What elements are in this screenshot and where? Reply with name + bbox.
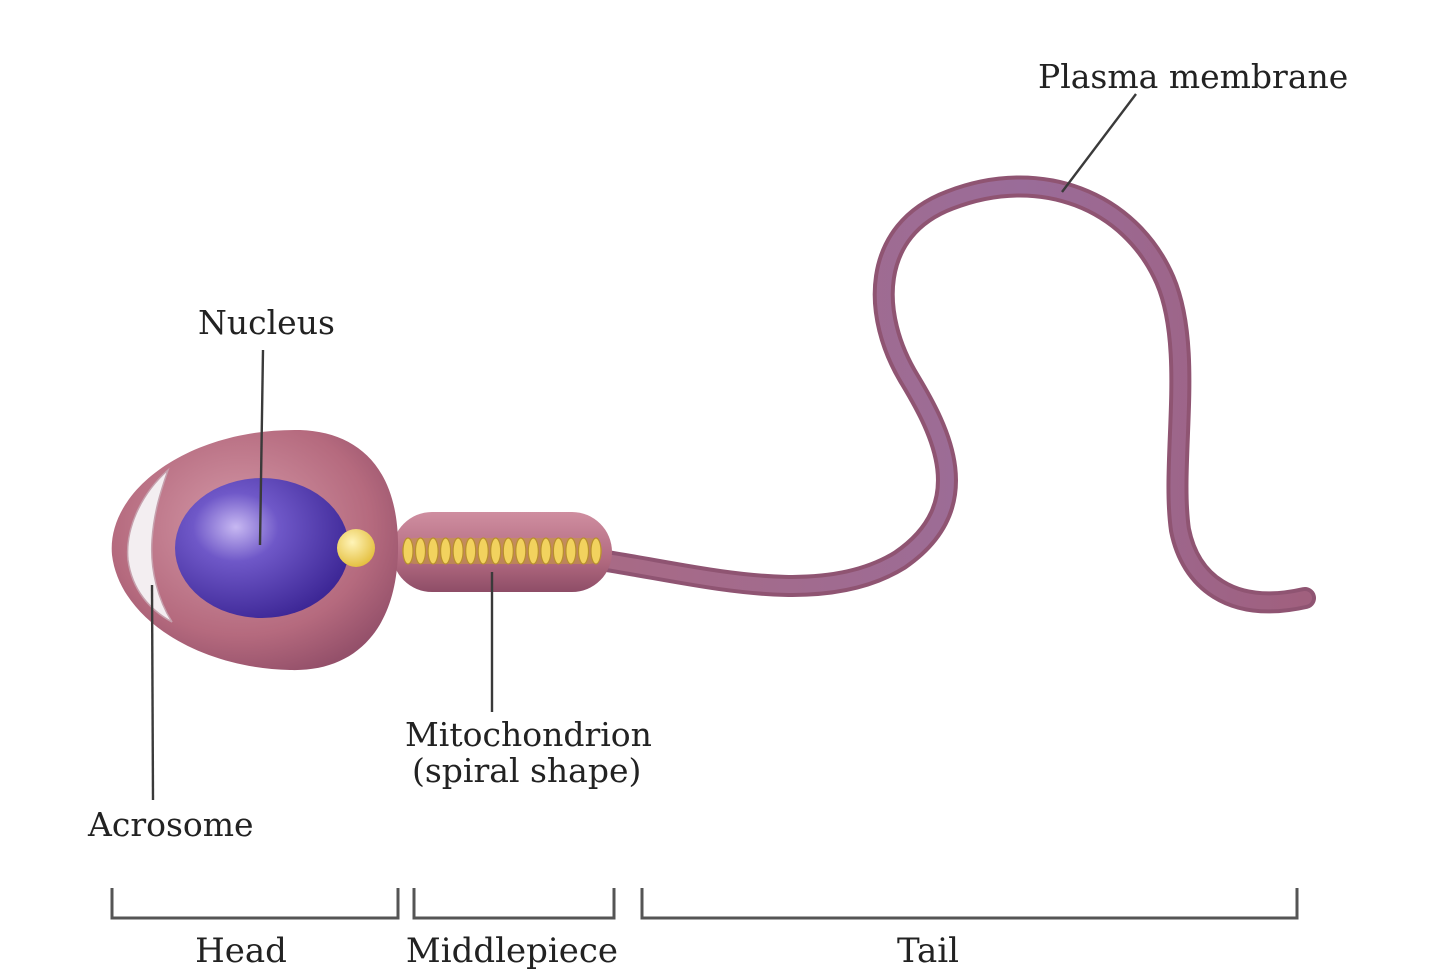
head-region-label: Head — [195, 931, 287, 971]
mitochondrion-coil — [515, 537, 527, 565]
tail-region-label: Tail — [897, 931, 959, 971]
mitochondrion-coil — [577, 537, 590, 565]
mitochondrion-coil — [452, 537, 464, 565]
mitochondrion-coil — [414, 537, 427, 565]
mitochondrion-coil — [490, 537, 502, 565]
mitochondrion-coil — [527, 537, 539, 565]
mitochondrion-coil — [540, 537, 552, 565]
tail-flagellum — [589, 175, 1316, 614]
mitochondrion-coil — [590, 537, 602, 565]
mitochondrion-sublabel: (spiral shape) — [412, 751, 641, 790]
acrosome-label: Acrosome — [87, 805, 254, 844]
plasma-membrane-label: Plasma membrane — [1038, 57, 1348, 96]
mitochondrion-coil — [552, 537, 565, 565]
plasma-membrane-leader — [1061, 93, 1137, 193]
acrosome-cap — [126, 467, 173, 623]
nucleus-ellipse — [175, 478, 349, 618]
mitochondrion-coil — [427, 537, 439, 565]
middlepiece-bracket — [412, 888, 616, 920]
mitochondrion-coil — [477, 537, 489, 565]
mitochondrion-coil — [502, 537, 514, 565]
mitochondrion-coil — [565, 537, 577, 565]
mitochondrion-coil — [440, 537, 452, 565]
middlepiece-region-label: Middlepiece — [406, 931, 618, 971]
acrosome-leader — [150, 584, 155, 801]
mitochondrion-coil — [465, 537, 477, 565]
nucleus-leader — [258, 349, 265, 546]
nucleus-label: Nucleus — [198, 303, 335, 342]
mitochondrion-spiral-icon — [402, 537, 602, 565]
head-bracket — [110, 888, 400, 920]
mitochondrion-label: Mitochondrion — [405, 715, 652, 754]
mitochondrion-coil — [402, 537, 414, 565]
tail-highlight — [593, 179, 1312, 610]
centriole-dot — [337, 529, 375, 567]
tail-bracket — [640, 888, 1299, 920]
